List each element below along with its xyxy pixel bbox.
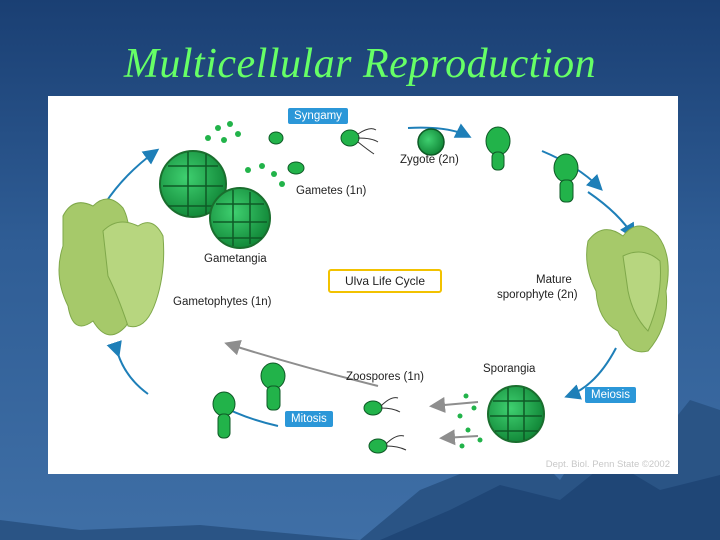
gametes-label: Gametes (1n) [296, 185, 367, 197]
zoospore-dots [457, 393, 483, 449]
diagram-graphics [58, 121, 669, 454]
sporangia-label: Sporangia [483, 363, 536, 375]
gametophyte-plants [58, 198, 165, 336]
zoospores-label: Zoospores (1n) [346, 371, 424, 383]
syngamy-tag: Syngamy [288, 108, 348, 124]
sporangia-cell [487, 385, 545, 443]
arrow-zoospores-gray [224, 339, 379, 387]
life-cycle-title-box: Ulva Life Cycle [328, 269, 442, 293]
slide-title: Multicellular Reproduction [123, 41, 597, 87]
mature-sporophyte-label-line1: Mature [536, 274, 572, 286]
arrow-to-mature-sporophyte [587, 191, 636, 240]
arrow-sporangia-gray-2 [439, 429, 479, 446]
zygote-label: Zygote (2n) [400, 154, 459, 166]
zoospore-cells [363, 397, 407, 454]
gametangia-label: Gametangia [204, 253, 267, 265]
arrow-meiosis [564, 347, 617, 400]
gametophyte-germlings [212, 362, 286, 439]
arrow-to-gametophyte [106, 340, 149, 395]
syngamy-gametes [268, 128, 379, 175]
zygote-cell [417, 128, 445, 156]
sporophyte-germlings [485, 126, 579, 203]
mature-sporophyte-label-line2: sporophyte (2n) [497, 289, 578, 301]
gametes-dots [205, 121, 285, 187]
sporophyte-plants [586, 225, 669, 353]
ulva-life-cycle-diagram: Syngamy Zygote (2n) Gametes (1n) Gametan… [48, 96, 678, 474]
gametangia-cell-lower [209, 187, 271, 249]
meiosis-tag: Meiosis [585, 387, 636, 403]
arrow-to-zygote [407, 123, 472, 138]
mitosis-tag: Mitosis [285, 411, 333, 427]
arrow-sporangia-gray [429, 396, 479, 413]
gametangia-cell-upper [159, 150, 227, 218]
gametophytes-label: Gametophytes (1n) [173, 296, 272, 308]
credit-text: Dept. Biol. Penn State ©2002 [545, 459, 670, 470]
